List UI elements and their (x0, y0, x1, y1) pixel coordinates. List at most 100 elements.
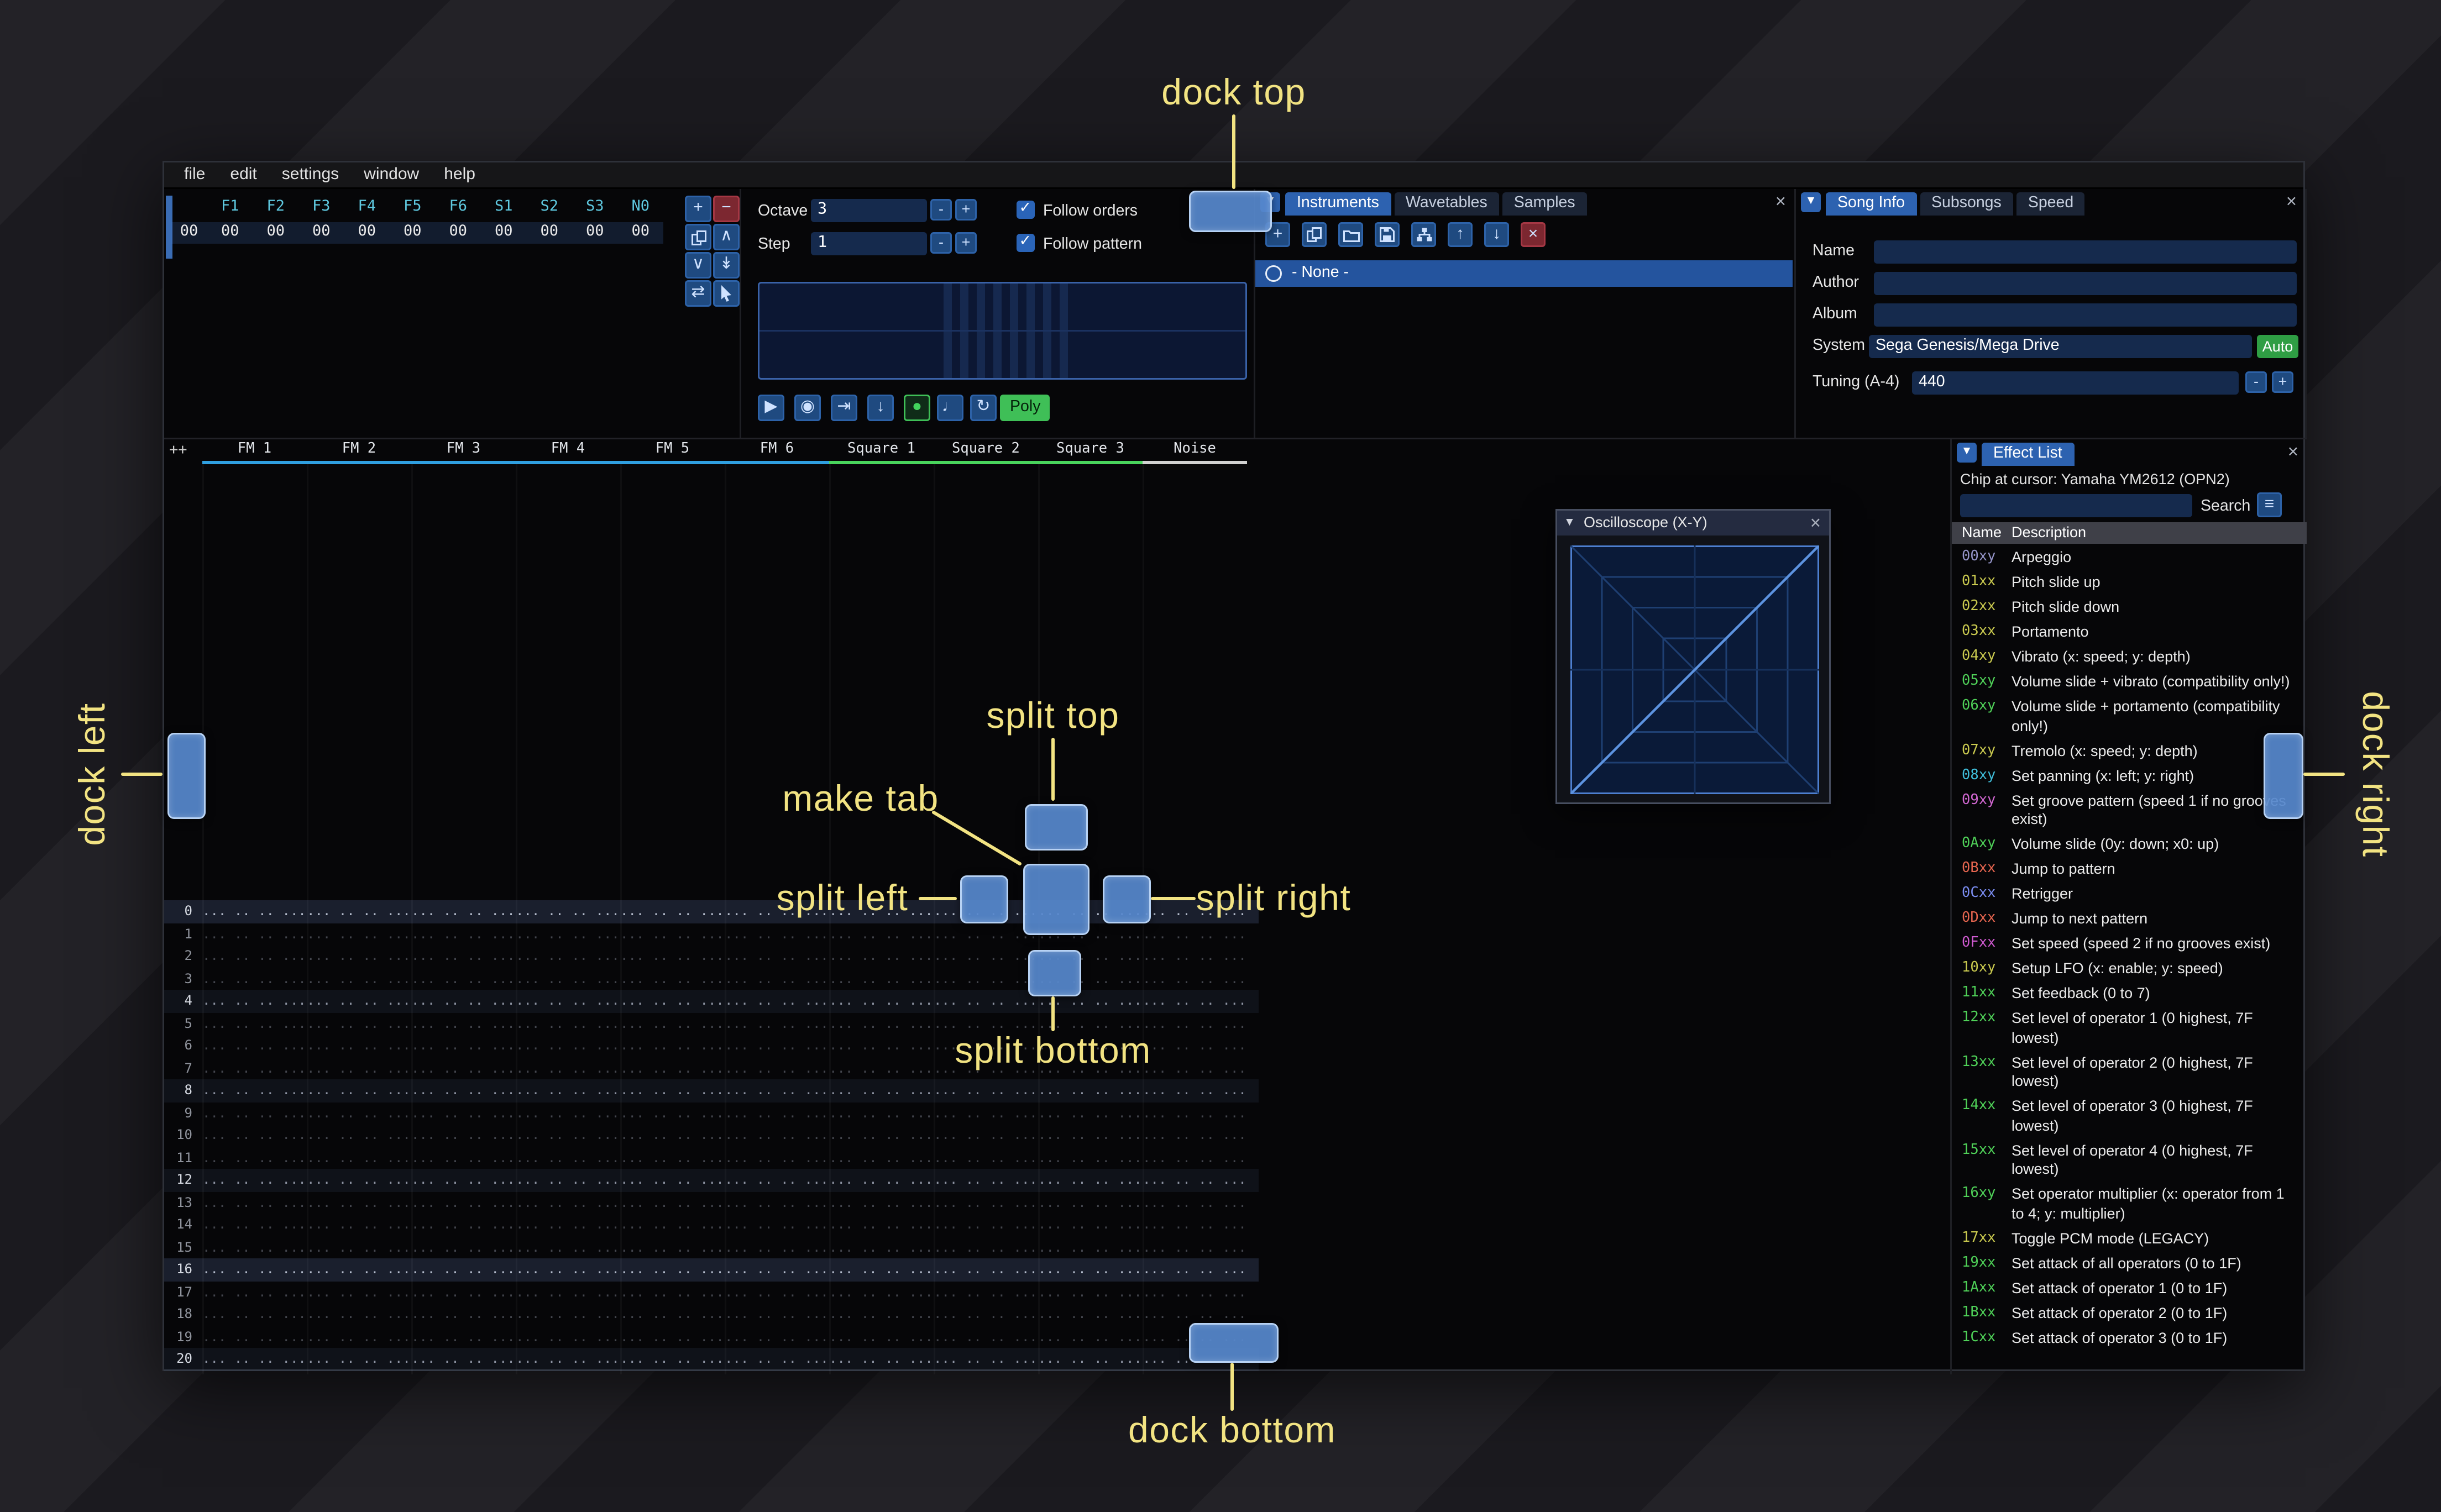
pattern-cell[interactable]: ... .. .. ... (620, 970, 724, 986)
pattern-cell[interactable]: ... .. .. ... (1038, 1172, 1142, 1187)
pattern-cell[interactable]: ... .. .. ... (411, 1262, 515, 1277)
pattern-cell[interactable]: ... .. .. ... (1038, 1194, 1142, 1210)
pattern-cell[interactable]: ... .. .. ... (202, 970, 306, 986)
pattern-cell[interactable]: ... .. .. ... (202, 993, 306, 1008)
close-icon[interactable]: × (1810, 514, 1821, 534)
instruments-tab-instruments[interactable]: Instruments (1285, 192, 1391, 216)
step-increase-button[interactable]: + (955, 232, 977, 254)
dock-left-target[interactable] (167, 733, 206, 819)
pattern-cell[interactable]: ... .. .. ... (725, 1239, 829, 1254)
pattern-cell[interactable]: ... .. .. ... (516, 948, 620, 963)
pattern-cell[interactable]: ... .. .. ... (934, 1284, 1038, 1299)
pattern-cell[interactable]: ... .. .. ... (202, 1306, 306, 1321)
menu-file[interactable]: file (184, 166, 206, 184)
pattern-cell[interactable]: ... .. .. ... (1038, 1149, 1142, 1165)
pattern-cell[interactable]: ... .. .. ... (725, 1105, 829, 1120)
pattern-cell[interactable]: ... .. .. ... (1143, 970, 1246, 986)
pattern-cell[interactable]: ... .. .. ... (307, 1105, 411, 1120)
split-left-target[interactable] (960, 875, 1008, 923)
pattern-cell[interactable]: ... .. .. ... (1143, 1239, 1246, 1254)
metronome-button[interactable]: ♩ (937, 395, 963, 421)
duplicate-instrument-button[interactable] (1302, 222, 1327, 247)
pattern-cell[interactable]: ... .. .. ... (934, 1351, 1038, 1366)
order-cell[interactable]: 00 (312, 224, 331, 240)
order-edit-mode-button[interactable] (713, 280, 740, 307)
order-cell[interactable]: 00 (221, 224, 239, 240)
move-instrument-down-button[interactable]: ↓ (1484, 222, 1509, 247)
pattern-cell[interactable]: ... .. .. ... (202, 1194, 306, 1210)
pattern-cell[interactable]: ... .. .. ... (1038, 1015, 1142, 1031)
pattern-cell[interactable]: ... .. .. ... (411, 970, 515, 986)
pattern-cell[interactable]: ... .. .. ... (516, 1351, 620, 1366)
pattern-cell[interactable]: ... .. .. ... (411, 1060, 515, 1075)
channel-header-square-1[interactable]: Square 1 (829, 439, 934, 464)
oscilloscope-title-bar[interactable]: ▼ Oscilloscope (X-Y) × (1557, 511, 1829, 536)
channel-header-fm-5[interactable]: FM 5 (620, 439, 725, 464)
pattern-cell[interactable]: ... .. .. ... (1038, 1105, 1142, 1120)
pattern-cell[interactable]: ... .. .. ... (411, 993, 515, 1008)
pattern-cell[interactable]: ... .. .. ... (307, 1194, 411, 1210)
pattern-cell[interactable]: ... .. .. ... (829, 926, 933, 941)
pattern-cell[interactable]: ... .. .. ... (934, 1149, 1038, 1165)
pattern-cell[interactable]: ... .. .. ... (1038, 1060, 1142, 1075)
close-icon[interactable]: × (2286, 192, 2297, 212)
pattern-cell[interactable]: ... .. .. ... (1143, 1306, 1246, 1321)
collapse-arrow-icon[interactable]: ▼ (1564, 517, 1575, 529)
pattern-cell[interactable]: ... .. .. ... (1143, 1217, 1246, 1232)
pattern-cell[interactable]: ... .. .. ... (516, 1194, 620, 1210)
pattern-cell[interactable]: ... .. .. ... (411, 948, 515, 963)
pattern-cell[interactable]: ... .. .. ... (411, 1015, 515, 1031)
pattern-cell[interactable]: ... .. .. ... (1143, 1038, 1246, 1053)
split-right-target[interactable] (1103, 875, 1151, 923)
pattern-cell[interactable]: ... .. .. ... (620, 1149, 724, 1165)
pattern-cell[interactable]: ... .. .. ... (307, 993, 411, 1008)
pattern-cell[interactable]: ... .. .. ... (934, 1172, 1038, 1187)
pattern-cell[interactable]: ... .. .. ... (620, 1371, 725, 1375)
pattern-cell[interactable]: ... .. .. ... (829, 1262, 933, 1277)
pattern-cell[interactable]: ... .. .. ... (307, 1329, 411, 1344)
pattern-cell[interactable]: ... .. .. ... (725, 1149, 829, 1165)
split-top-target[interactable] (1025, 804, 1088, 851)
open-instrument-button[interactable] (1338, 222, 1363, 247)
pattern-cell[interactable]: ... .. .. ... (307, 1127, 411, 1142)
pattern-cell[interactable]: ... .. .. ... (1143, 1262, 1246, 1277)
pattern-cell[interactable]: ... .. .. ... (516, 1060, 620, 1075)
pattern-cell[interactable]: ... .. .. ... (516, 1105, 620, 1120)
order-cell[interactable]: 00 (540, 224, 559, 240)
name-input[interactable] (1874, 240, 2297, 264)
pattern-cell[interactable]: ... .. .. ... (1143, 1083, 1246, 1098)
pattern-cell[interactable]: ... .. .. ... (516, 993, 620, 1008)
pattern-cell[interactable]: ... .. .. ... (1143, 1284, 1246, 1299)
orders-column-header[interactable]: F4 (358, 199, 376, 216)
song-info-tab-speed[interactable]: Speed (2016, 192, 2086, 216)
orders-column-header[interactable]: F5 (403, 199, 422, 216)
pattern-cell[interactable]: ... .. .. ... (1038, 1083, 1142, 1098)
pattern-cell[interactable]: ... .. .. ... (1038, 1038, 1142, 1053)
pattern-cell[interactable]: ... .. .. ... (934, 1060, 1038, 1075)
pattern-cell[interactable]: ... .. .. ... (934, 993, 1038, 1008)
pattern-cell[interactable]: ... .. .. ... (307, 1284, 411, 1299)
pattern-cell[interactable]: ... .. .. ... (516, 1127, 620, 1142)
channel-header-fm-6[interactable]: FM 6 (725, 439, 829, 464)
pattern-cell[interactable]: ... .. .. ... (411, 926, 515, 941)
pattern-cell[interactable]: ... .. .. ... (725, 926, 829, 941)
pattern-cell[interactable]: ... .. .. ... (620, 1172, 724, 1187)
pattern-cell[interactable]: ... .. .. ... (202, 1329, 306, 1344)
pattern-cell[interactable]: ... .. .. ... (934, 1105, 1038, 1120)
pattern-cell[interactable]: ... .. .. ... (1143, 1172, 1246, 1187)
pattern-cell[interactable]: ... .. .. ... (516, 970, 620, 986)
pattern-cell[interactable]: ... .. .. ... (411, 1194, 515, 1210)
octave-increase-button[interactable]: + (955, 199, 977, 221)
pattern-cell[interactable]: ... .. .. ... (829, 1217, 933, 1232)
pattern-cell[interactable]: ... .. .. ... (829, 1194, 933, 1210)
orders-column-header[interactable]: F1 (221, 199, 239, 216)
